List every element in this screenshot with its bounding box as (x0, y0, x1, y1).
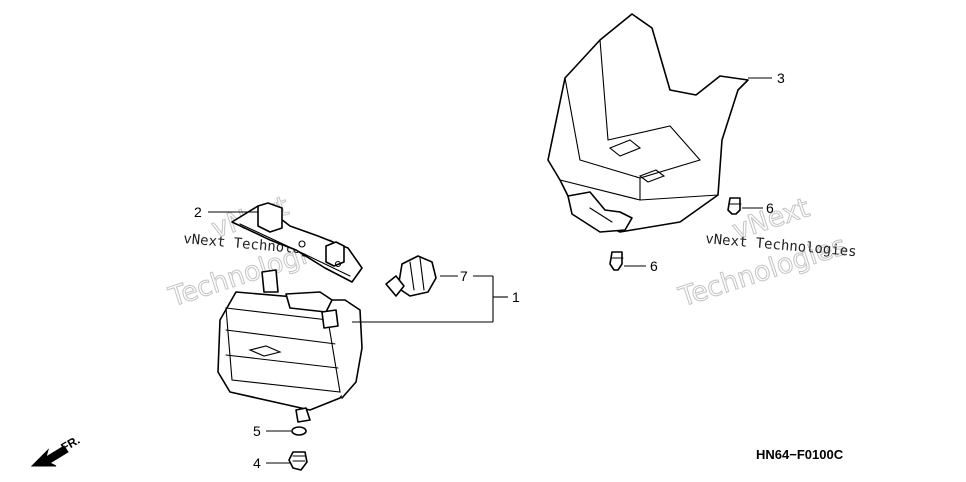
callout-1: 1 (512, 289, 520, 305)
callout-5: 5 (253, 423, 261, 439)
callout-7: 7 (460, 268, 468, 284)
adjust-bolt-part (288, 451, 308, 471)
bracket-part (231, 202, 363, 283)
washer-part (291, 426, 307, 436)
callout-6-right: 6 (766, 200, 774, 216)
callout-6-lower: 6 (650, 258, 658, 274)
headlight-case-part (547, 13, 749, 233)
callout-4: 4 (253, 455, 261, 471)
headlight-assembly-part (217, 269, 363, 423)
diagram-code: HN64−F0100C (756, 447, 844, 462)
leader-lines (208, 77, 772, 464)
screw-part-right (727, 197, 742, 215)
front-arrow-icon (30, 445, 69, 467)
front-direction-indicator: FR. (30, 433, 82, 467)
callout-3: 3 (777, 70, 785, 86)
bulb-part (385, 255, 437, 297)
callout-2: 2 (194, 204, 202, 220)
screw-part-lower (609, 251, 624, 271)
